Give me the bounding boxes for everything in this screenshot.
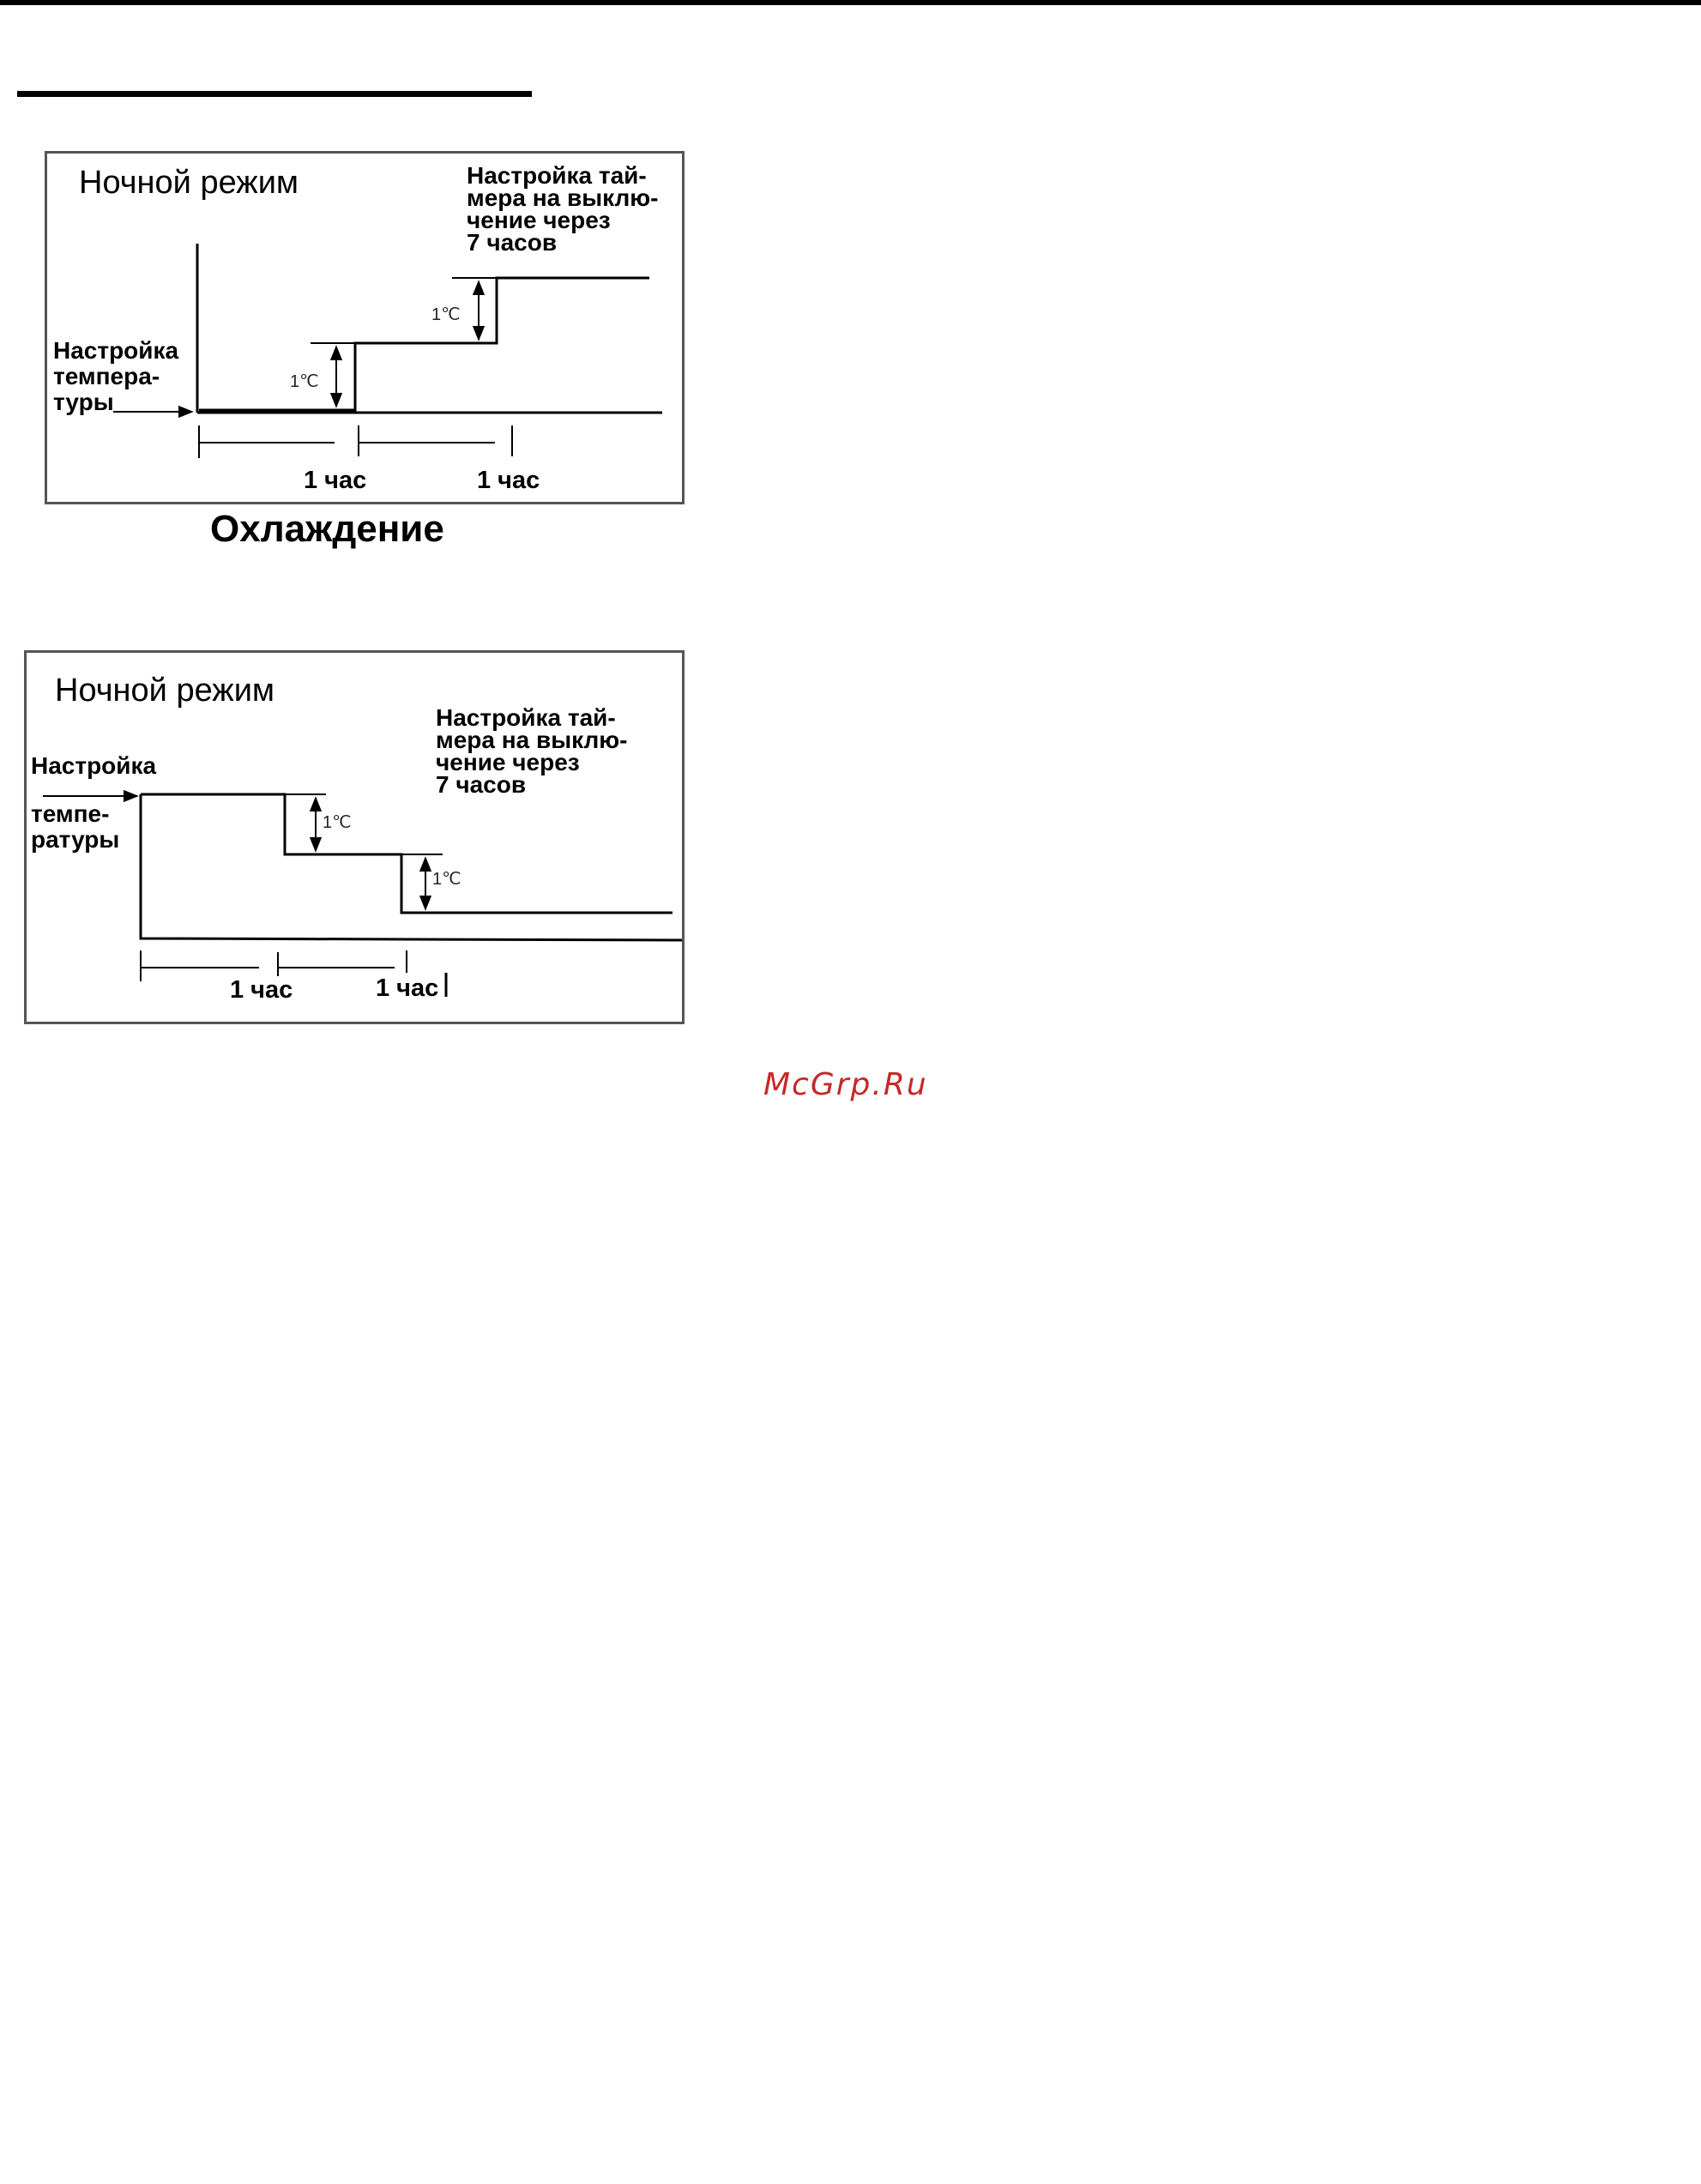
hour-label-2: 1 час: [477, 467, 540, 495]
step2-label: 1℃: [431, 304, 461, 325]
diagram-title: Ночной режим: [79, 165, 299, 202]
step1-label: 1℃: [290, 371, 319, 392]
setpoint-label-top: Настройка: [31, 753, 156, 779]
night-mode-cooling-diagram: Ночной режим Настройка тай- мера на выкл…: [45, 151, 685, 504]
timer-note: Настройка тай- мера на выклю- чение чере…: [467, 165, 659, 254]
hour-label-2: 1 час: [376, 974, 438, 1003]
setpoint-label: Настройка темпера- туры: [53, 338, 178, 415]
diagram-caption: Охлаждение: [210, 508, 444, 551]
step2-label: 1℃: [432, 868, 461, 890]
diagram-title: Ночной режим: [55, 673, 274, 709]
watermark: McGrp.Ru: [763, 1067, 928, 1102]
timer-note: Настройка тай- мера на выклю- чение чере…: [436, 707, 628, 796]
top-rule: [0, 0, 1701, 5]
section-rule: [17, 91, 532, 97]
night-mode-heating-diagram: Ночной режим Настройка тай- мера на выкл…: [24, 650, 685, 1024]
setpoint-label-bottom: темпе- ратуры: [31, 801, 119, 853]
step1-label: 1℃: [323, 811, 352, 833]
hour-label-1: 1 час: [230, 976, 293, 1005]
axis-lines: [141, 794, 685, 940]
temperature-profile: [199, 278, 649, 410]
hour-label-1: 1 час: [304, 467, 366, 495]
